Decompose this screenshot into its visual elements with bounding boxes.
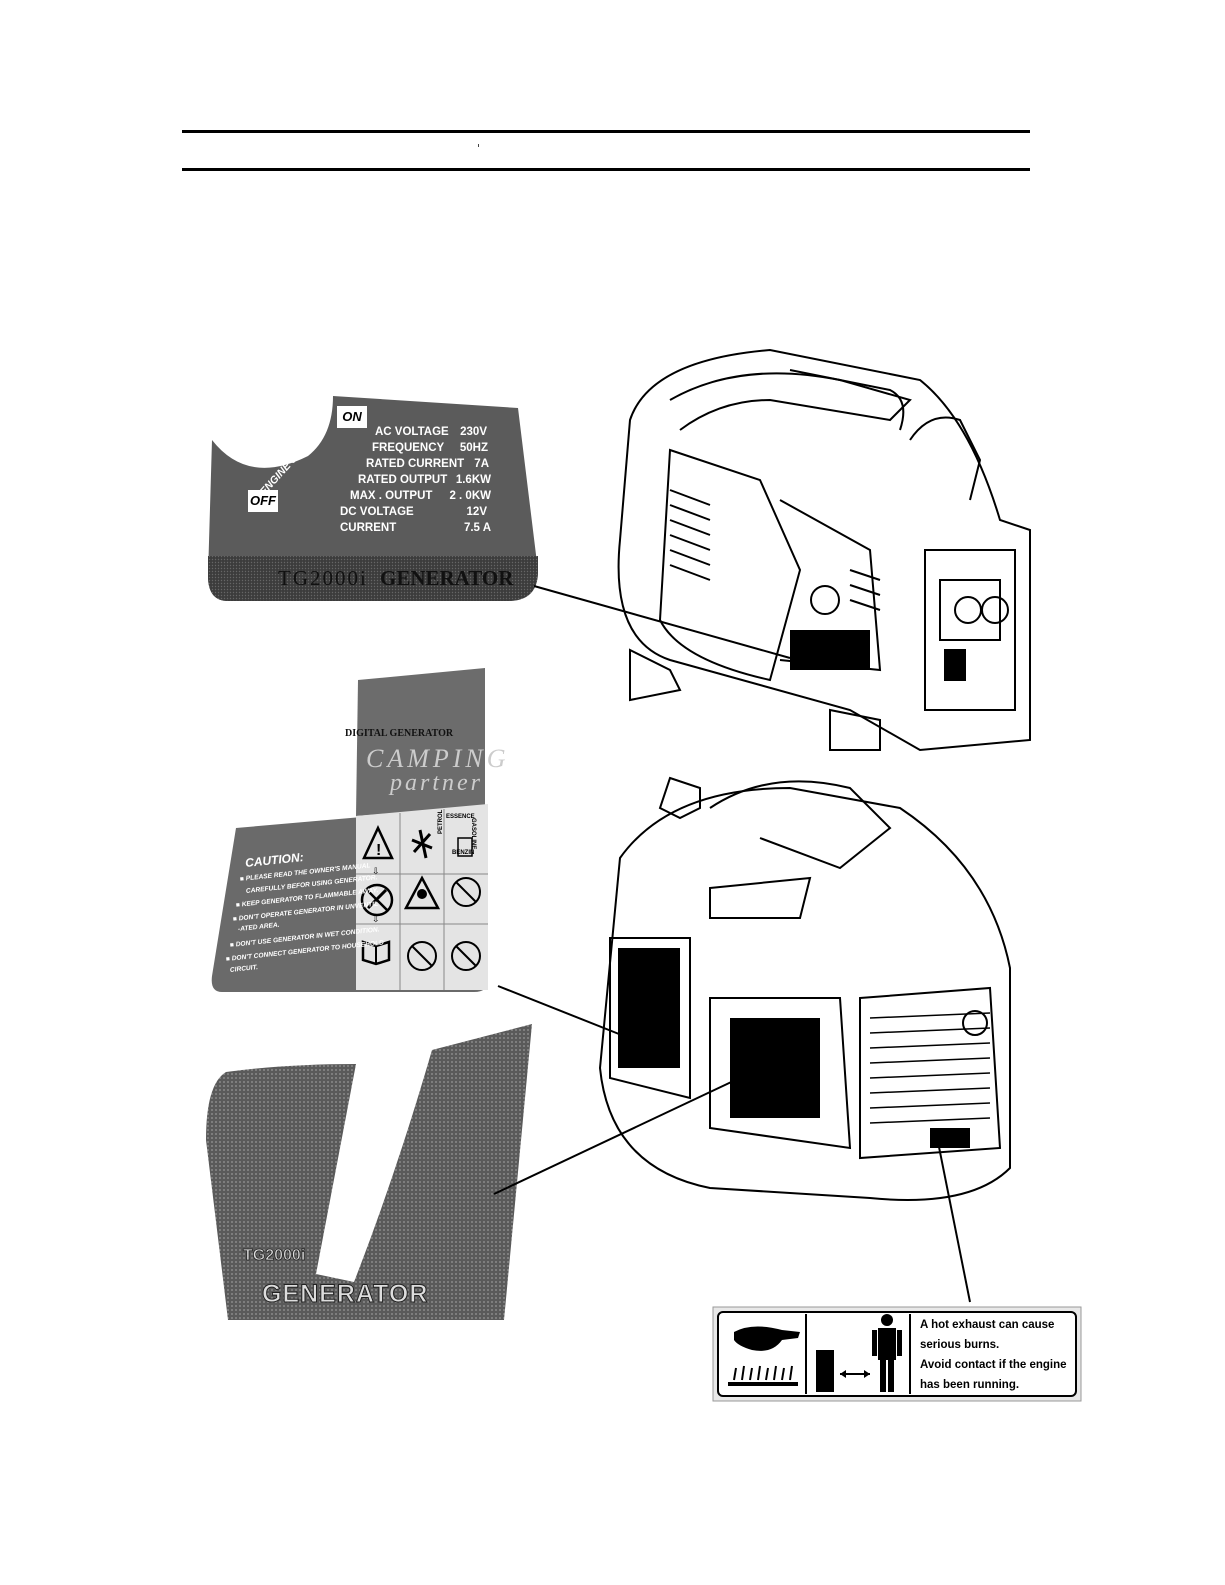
fuel-word: ESSENCE <box>446 814 475 820</box>
warning-text-line: has been running. <box>920 1379 1020 1391</box>
hot-exhaust-warning <box>712 1306 1082 1402</box>
spec-label: AC VOLTAGE <box>375 426 449 438</box>
spec-label: MAX . OUTPUT <box>350 490 433 502</box>
warning-text-line: A hot exhaust can cause <box>920 1319 1055 1331</box>
spec-label: CURRENT <box>340 522 397 534</box>
generator-illustration-front <box>598 776 1011 1201</box>
header-rule-bottom <box>182 168 1030 171</box>
side-decal <box>206 1024 532 1320</box>
plate-brand: GENERATOR <box>380 566 514 590</box>
spec-label: RATED CURRENT <box>366 458 465 470</box>
spec-value: 7A <box>474 458 489 470</box>
spec-value: 230V <box>460 426 487 438</box>
side-decal-brand: GENERATOR <box>261 1280 429 1309</box>
spec-label: RATED OUTPUT <box>358 474 448 486</box>
spec-label: FREQUENCY <box>372 442 445 454</box>
decal-script-camping: CAMPING <box>366 744 510 773</box>
svg-text:⇩: ⇩ <box>372 866 380 876</box>
spec-value: 2 . 0KW <box>449 490 491 502</box>
side-decal-model: TG2000i <box>243 1247 306 1265</box>
generator-illustration-rear <box>617 348 1031 752</box>
spec-value: 50HZ <box>459 442 488 454</box>
svg-text:!: ! <box>376 842 381 859</box>
spec-value: 12V <box>466 506 487 518</box>
switch-on-label: ON <box>337 406 367 428</box>
decal-digital-generator: DIGITAL GENERATOR <box>345 728 454 739</box>
svg-text:⇩: ⇩ <box>372 914 380 924</box>
warning-text-line: serious burns. <box>920 1339 1000 1351</box>
spec-value: 1.6KW <box>455 474 491 486</box>
caution-decal: ! ⇩ ⇩ <box>211 668 488 992</box>
fuel-word: BENZIN <box>452 850 475 856</box>
decal-script-partner: partner <box>390 770 483 796</box>
switch-off-label: OFF <box>248 490 278 512</box>
spec-label: DC VOLTAGE <box>340 506 414 518</box>
warning-text-line: Avoid contact if the engine <box>920 1359 1067 1371</box>
plate-model: TG2000i <box>278 566 368 590</box>
spec-value: 7.5 A <box>463 522 491 534</box>
rating-plate-decal <box>208 396 538 601</box>
header-rule-top <box>182 130 1030 133</box>
header-mark: ' <box>478 144 479 147</box>
